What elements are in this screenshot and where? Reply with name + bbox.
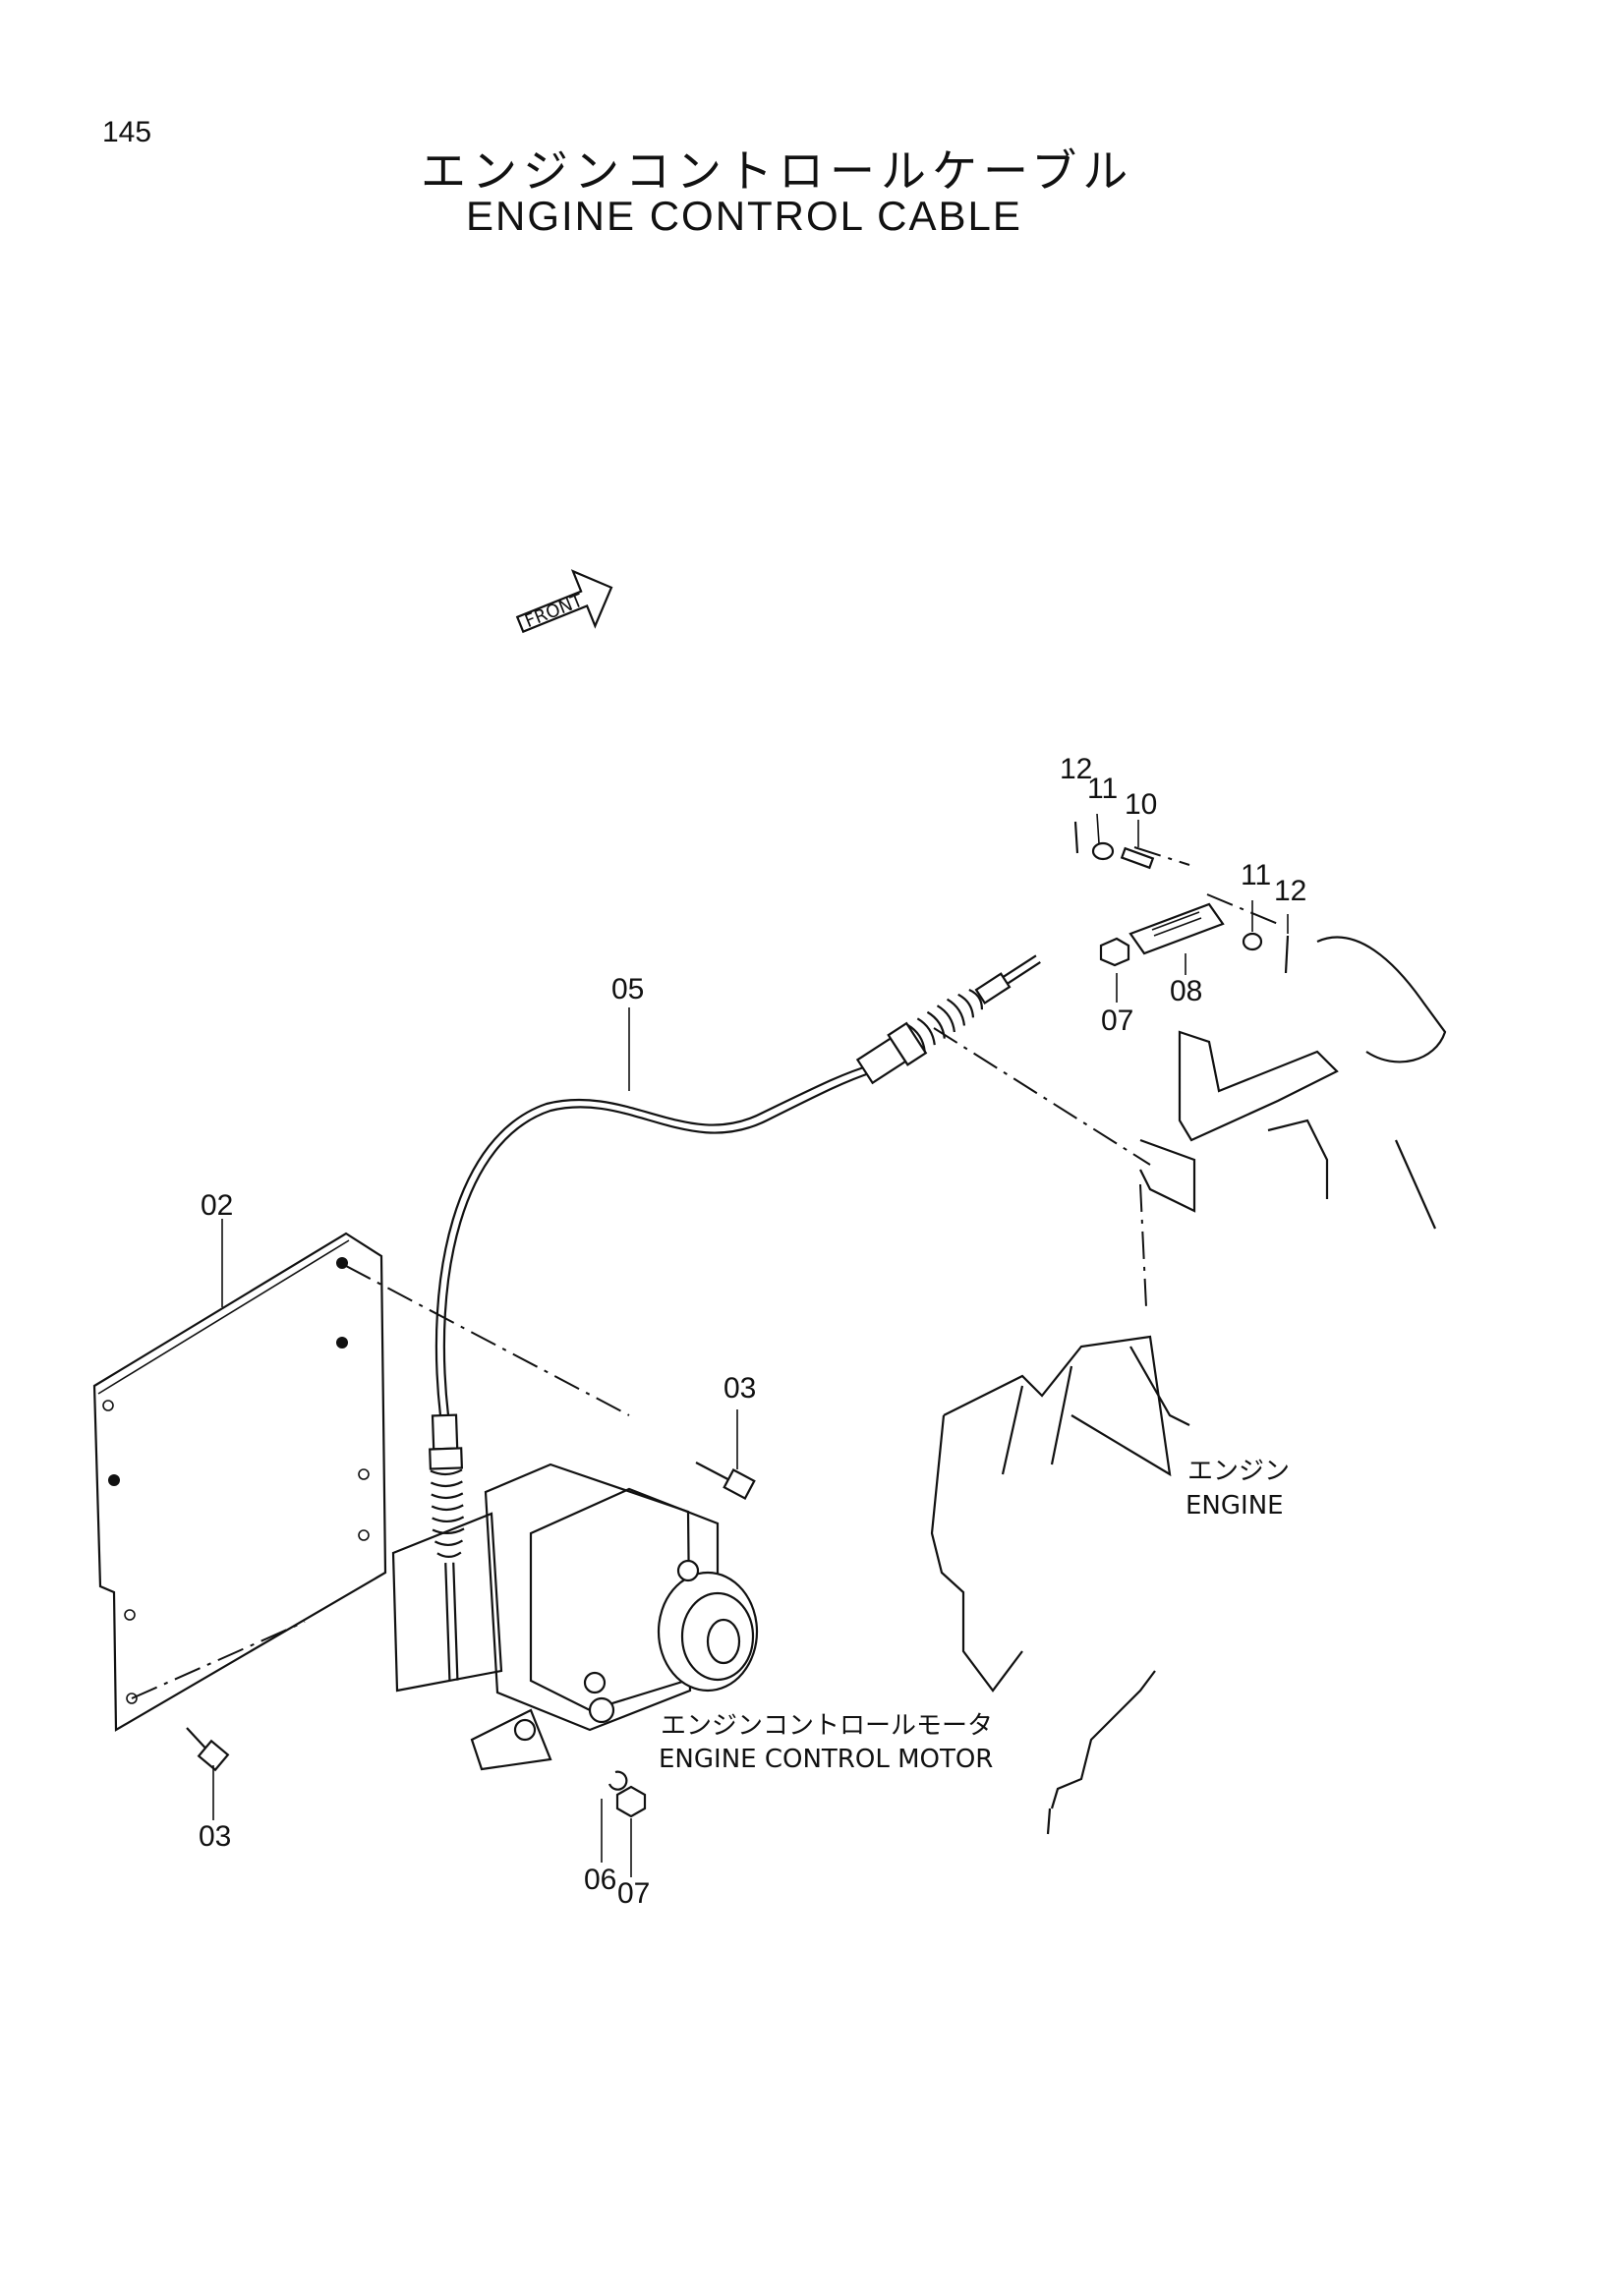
rod-end-assembly [1073, 821, 1290, 974]
callout-06: 06 [584, 1864, 616, 1896]
callout-02: 02 [201, 1189, 233, 1222]
callout-08: 08 [1170, 975, 1202, 1007]
callout-11-right: 11 [1241, 859, 1271, 891]
control-cable [429, 954, 1041, 1682]
title-english: ENGINE CONTROL CABLE [466, 193, 1022, 239]
engine-control-motor [391, 1463, 759, 1771]
callout-12-right: 12 [1274, 875, 1306, 907]
callout-03-lower: 03 [199, 1820, 231, 1853]
callout-12-left: 12 [1060, 753, 1092, 785]
mounting-plate [92, 1232, 387, 1732]
engine-outline [930, 936, 1447, 1835]
bolt-icon [695, 1462, 756, 1500]
callout-05: 05 [611, 973, 644, 1005]
callout-07-upper: 07 [1101, 1004, 1133, 1037]
engine-label-en: ENGINE [1186, 1491, 1284, 1521]
bolt-icon [186, 1727, 230, 1772]
page-number: 145 [102, 116, 152, 148]
engine-label-jp: エンジン [1187, 1457, 1290, 1486]
callout-03-upper: 03 [723, 1372, 756, 1405]
callout-07-lower: 07 [617, 1877, 650, 1910]
callout-11-left: 11 [1087, 773, 1118, 805]
nut-icon [615, 1785, 647, 1818]
leader-lines [212, 813, 1289, 1877]
snap-ring-icon [608, 1770, 628, 1791]
callout-10: 10 [1125, 788, 1157, 821]
title-japanese: エンジンコントロールケーブル [421, 144, 1134, 198]
front-arrow-icon: FRONT [515, 569, 613, 634]
motor-label-jp: エンジンコントロールモータ [661, 1711, 993, 1741]
front-label: FRONT [522, 590, 587, 632]
motor-label-en: ENGINE CONTROL MOTOR [659, 1745, 993, 1774]
